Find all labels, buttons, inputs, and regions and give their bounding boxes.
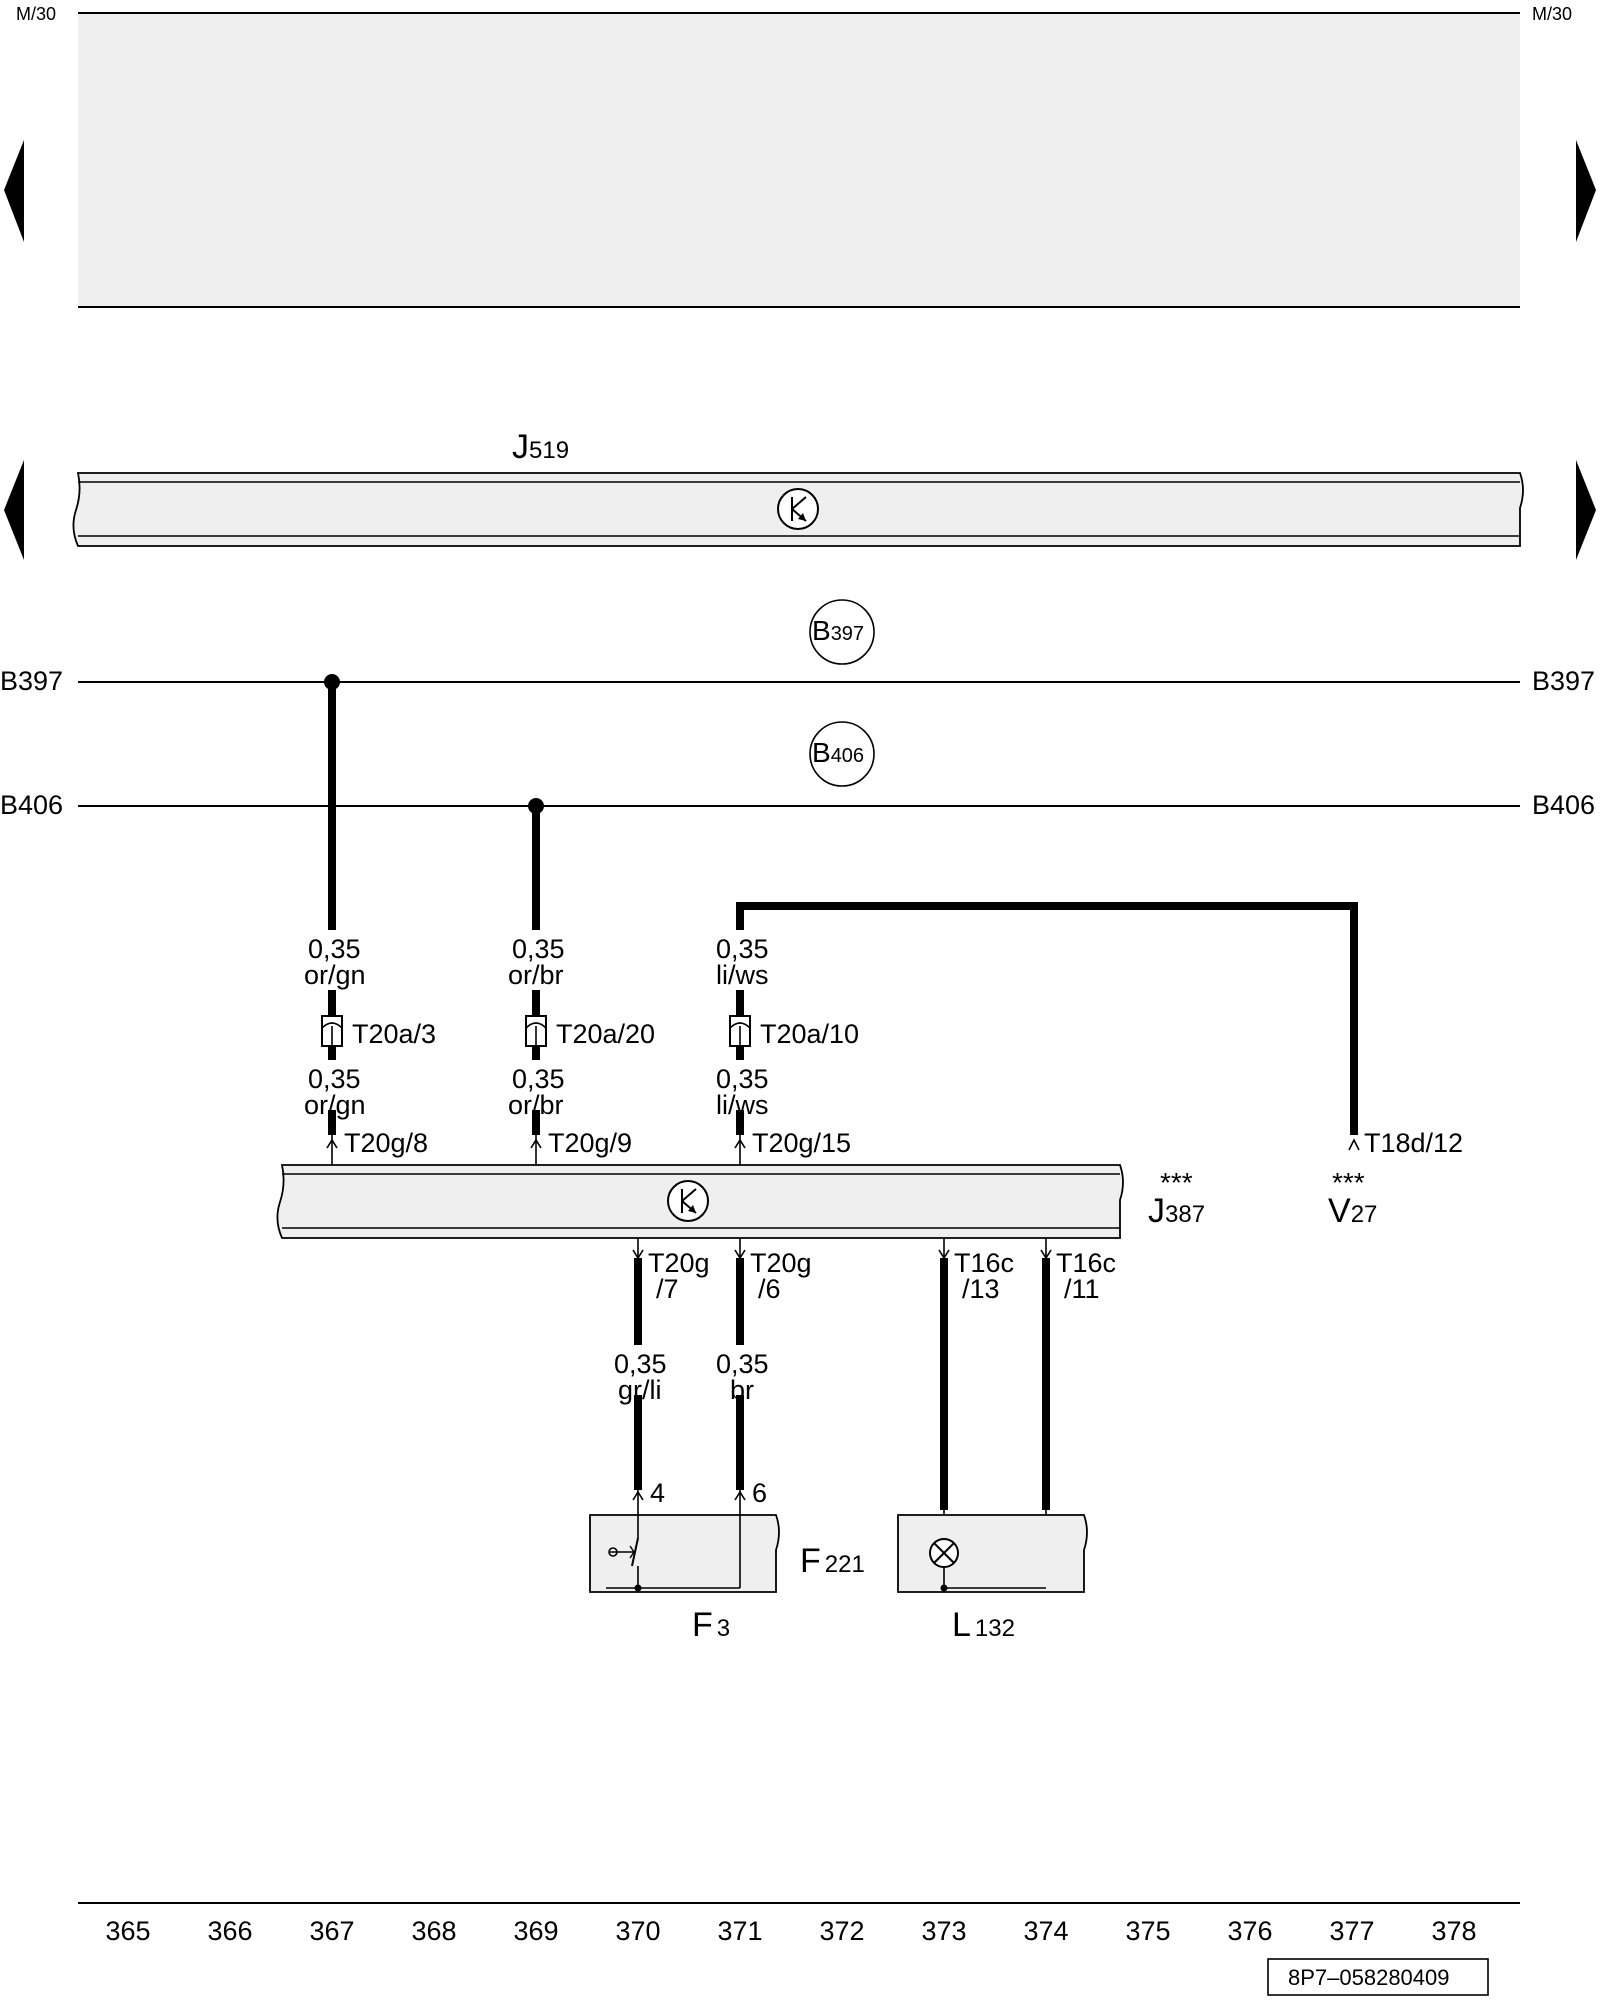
wire-373 (938, 1238, 950, 1540)
wire-374-pin-b: /11 (1064, 1274, 1100, 1304)
wire-370-size: 0,35 (614, 1349, 667, 1379)
wire-373-pin-b: /13 (962, 1274, 1000, 1304)
wire-369 (528, 798, 544, 1165)
wire-371-color2: li/ws (716, 1090, 769, 1120)
wire-371-lower (734, 1238, 746, 1515)
wire-367-size2: 0,35 (308, 1064, 361, 1094)
sheet-ref-right: M/30 (1532, 4, 1572, 24)
connector-369-icon (525, 1015, 547, 1047)
f-switch-box (589, 1514, 780, 1593)
wire-370-color: gr/li (618, 1375, 662, 1405)
wire-370 (632, 1238, 644, 1515)
wire-371-size2: 0,35 (716, 1064, 769, 1094)
page-right-arrow-icon[interactable] (1576, 140, 1596, 242)
document-number-box (1267, 1958, 1489, 1996)
wire-371-lower-pin-b: /6 (758, 1274, 781, 1304)
wire-367 (324, 674, 340, 1165)
wire-367-connector: T20a/3 (352, 1019, 436, 1049)
wire-369-color2: or/br (508, 1090, 564, 1120)
wire-374-pin-a: T16c (1056, 1248, 1116, 1278)
wire-369-size: 0,35 (512, 934, 565, 964)
wire-370-terminal: 4 (650, 1478, 665, 1508)
wire-371-color: li/ws (716, 960, 769, 990)
svg-text:B406: B406 (812, 737, 864, 768)
v27-pin: T18d/12 (1364, 1128, 1463, 1158)
wire-367-size: 0,35 (308, 934, 361, 964)
document-number: 8P7–058280409 (1288, 1965, 1450, 1990)
b406-label-right: B406 (1532, 790, 1595, 820)
j519-left-arrow-icon[interactable] (4, 460, 24, 560)
column-number: 373 (921, 1916, 966, 1946)
wire-371-lower-size: 0,35 (716, 1349, 769, 1379)
column-number: 370 (615, 1916, 660, 1946)
j519-label: J519 (512, 428, 569, 466)
wire-370-pin-b: /7 (656, 1274, 679, 1304)
page-left-arrow-icon[interactable] (4, 140, 24, 242)
wire-371 (734, 902, 1360, 1165)
wire-371-lower-pin-a: T20g (750, 1248, 812, 1278)
connector-371-icon (729, 1015, 751, 1047)
wire-369-size2: 0,35 (512, 1064, 565, 1094)
j519-control-unit-icon (777, 488, 819, 530)
j387-control-unit-icon (667, 1180, 709, 1222)
svg-text:B397: B397 (812, 615, 864, 646)
wire-370-pin-a: T20g (648, 1248, 710, 1278)
connector-367-icon (321, 1015, 343, 1047)
top-panel (78, 13, 1520, 307)
wire-373-pin-a: T16c (954, 1248, 1014, 1278)
v27-marker: *** (1332, 1167, 1365, 1198)
b406-label-left: B406 (0, 790, 63, 820)
wire-367-color: or/gn (304, 960, 366, 990)
v27-label: V27 (1328, 1192, 1377, 1230)
b397-label-right: B397 (1532, 666, 1595, 696)
b406-circle: B406 (809, 721, 875, 787)
column-number: 365 (105, 1916, 150, 1946)
column-number: 368 (411, 1916, 456, 1946)
column-number: 367 (309, 1916, 354, 1946)
l132-box (897, 1514, 1088, 1593)
column-number: 371 (717, 1916, 762, 1946)
wire-369-pin: T20g/9 (548, 1128, 632, 1158)
b397-circle: B397 (809, 599, 875, 665)
column-number: 378 (1431, 1916, 1476, 1946)
wire-367-pin: T20g/8 (344, 1128, 428, 1158)
switch-icon (606, 1515, 741, 1592)
column-number: 374 (1023, 1916, 1068, 1946)
column-numbers: 365 366 367 368 369 370 371 372 373 374 375 376 377 3… (105, 1916, 1476, 1946)
column-number: 377 (1329, 1916, 1374, 1946)
column-number: 376 (1227, 1916, 1272, 1946)
sheet-ref-left: M/30 (16, 4, 56, 24)
wire-371-pin: T20g/15 (752, 1128, 851, 1158)
j387-marker: *** (1160, 1167, 1193, 1198)
j387-label: J387 (1148, 1192, 1205, 1230)
lamp-icon (929, 1538, 1046, 1592)
wire-371-lower-color: br (730, 1375, 754, 1405)
wire-367-color2: or/gn (304, 1090, 366, 1120)
b397-label-left: B397 (0, 666, 63, 696)
j519-right-arrow-icon[interactable] (1576, 460, 1596, 560)
wire-371-size: 0,35 (716, 934, 769, 964)
wire-369-color: or/br (508, 960, 564, 990)
column-number: 375 (1125, 1916, 1170, 1946)
wire-369-connector: T20a/20 (556, 1019, 655, 1049)
column-number: 366 (207, 1916, 252, 1946)
wire-371-lower-terminal: 6 (752, 1478, 767, 1508)
column-number: 372 (819, 1916, 864, 1946)
wire-371-connector: T20a/10 (760, 1019, 859, 1049)
column-number: 369 (513, 1916, 558, 1946)
